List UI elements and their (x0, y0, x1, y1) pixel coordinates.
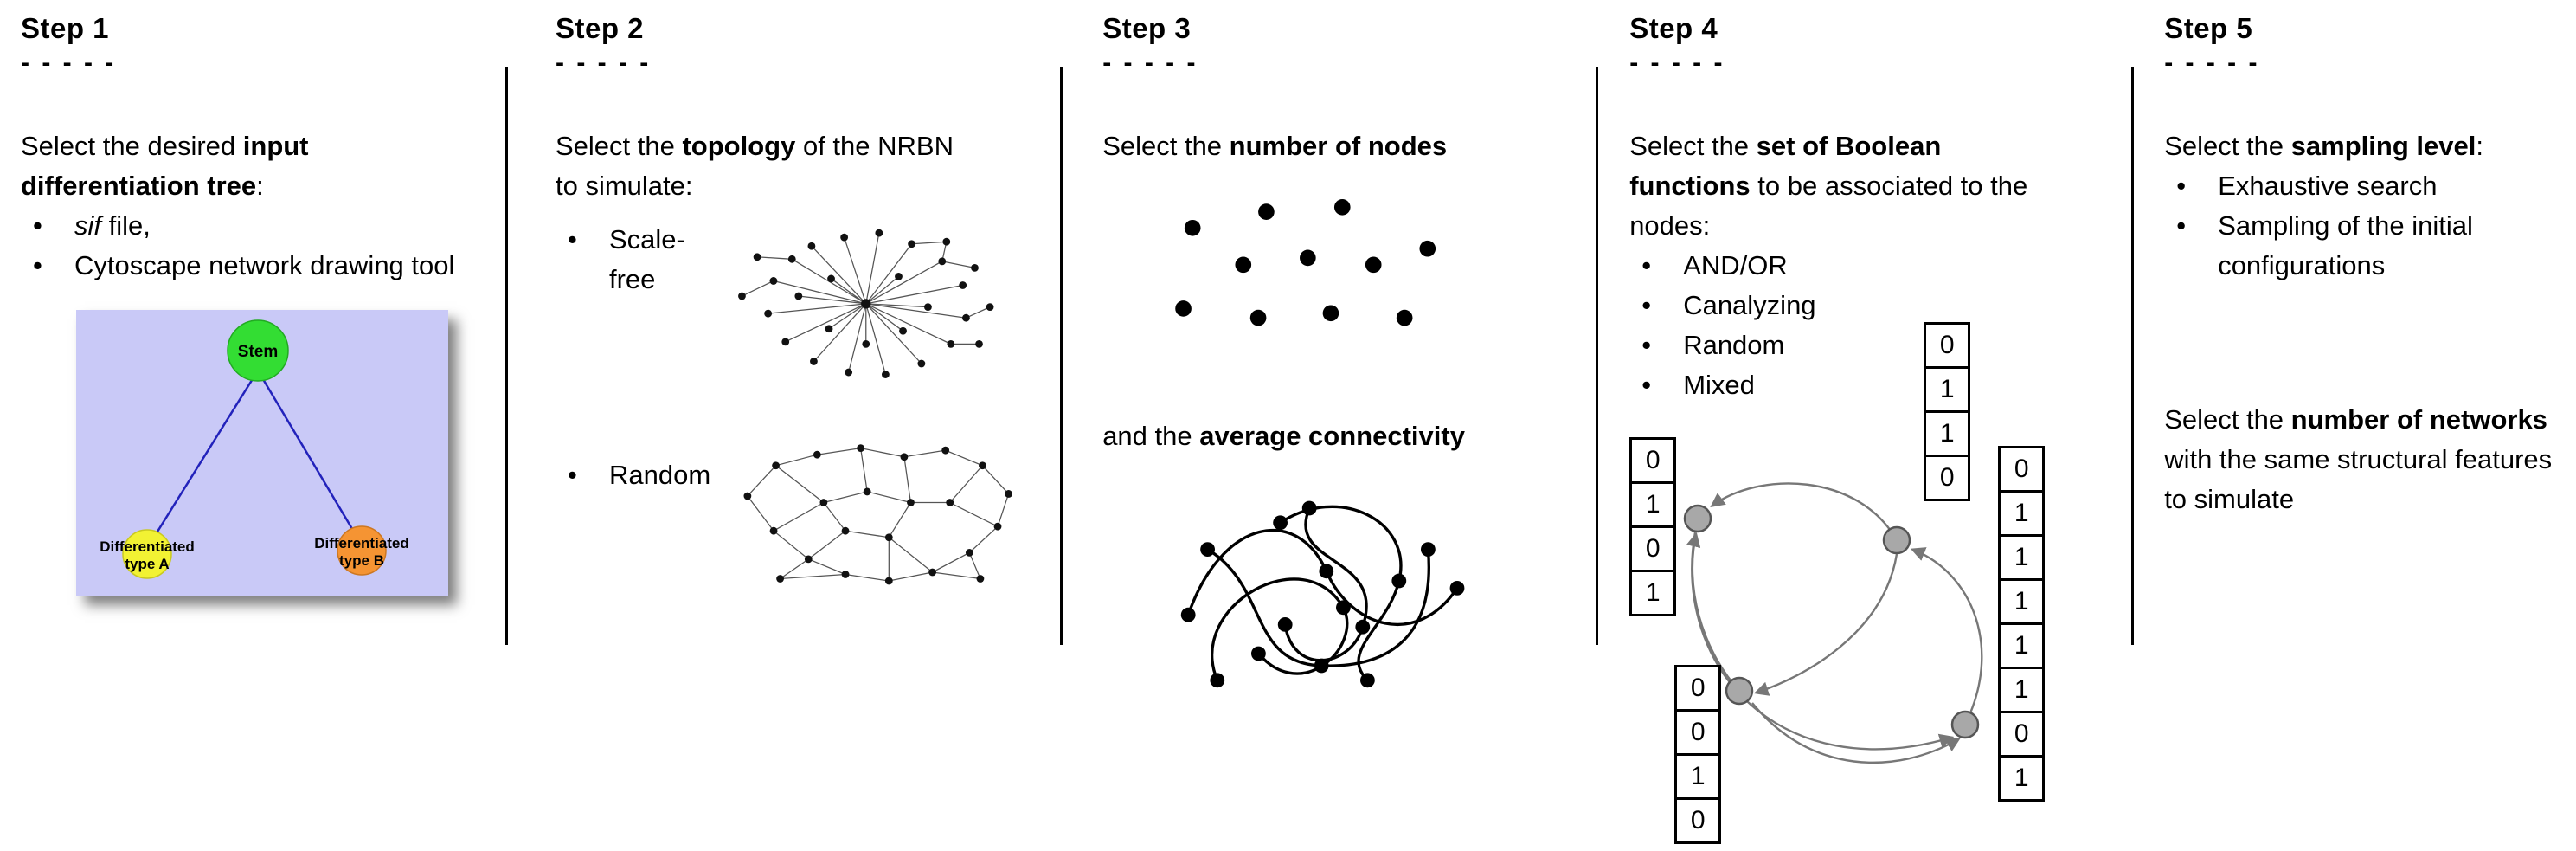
step-5-intro: Select the sampling level: (2164, 131, 2483, 161)
step-2-title: Step 2 (556, 12, 645, 44)
boolean-table-cell: 1 (1629, 481, 1677, 528)
column-divider-2 (1060, 67, 1063, 645)
boolean-table-cell: 0 (1674, 797, 1722, 844)
gene-node-1 (1683, 504, 1712, 533)
type-b-label-line1: Differentiated (314, 535, 409, 551)
scale-free-network-illustration (738, 229, 994, 378)
step-1-title: Step 1 (21, 12, 110, 44)
differentiation-tree-image: Stem Differentiated type A Differentiate… (76, 310, 448, 596)
gene-node-3 (1725, 676, 1754, 706)
column-divider-3 (1596, 67, 1599, 645)
step-4-bullet-list: AND/OR Canalyzing Random Mixed (1629, 246, 2123, 405)
differentiated-type-b-node (337, 525, 387, 576)
nodes-scatter-illustration (1175, 198, 1436, 326)
scale-free-nodes (738, 229, 994, 378)
scale-free-edges (742, 233, 991, 375)
step-3-column: Step 3 - - - - - Select the number of no… (1063, 0, 1596, 851)
boolean-table-cell: 1 (1998, 534, 2046, 581)
bullet-random-functions: Random (1629, 326, 2123, 365)
random-network-edges (747, 448, 1010, 582)
boolean-table-cell: 0 (1629, 525, 1677, 572)
networks-count-text: Select the number of networks with the s… (2164, 404, 2553, 514)
gene-node-4 (1950, 710, 1980, 739)
boolean-table-cell: 1 (1924, 366, 1971, 413)
bullet-and-or: AND/OR (1629, 246, 2123, 286)
step-1-column: Step 1 - - - - - Select the desired inpu… (0, 0, 505, 851)
step-2-dashes: - - - - - (556, 48, 652, 77)
random-network-illustration (743, 444, 1013, 585)
boolean-network-arrows (1686, 482, 1983, 764)
type-b-label-line2: type B (339, 552, 384, 569)
boolean-table-cell: 1 (1998, 755, 2046, 802)
boolean-network-illustration (1683, 482, 1983, 764)
boolean-table-cell: 0 (1674, 709, 1722, 756)
step-2-intro: Select the topology of the NRBN to simul… (556, 131, 954, 201)
step-1-intro: Select the desired input differentiation… (21, 131, 309, 201)
boolean-table-cell: 1 (1629, 570, 1677, 616)
step-4-title: Step 4 (1629, 12, 1718, 44)
step-4-column: Step 4 - - - - - Select the set of Boole… (1598, 0, 2131, 851)
step-3-dashes: - - - - - (1102, 48, 1198, 77)
random-network-nodes (743, 444, 1013, 585)
random-row: Random (556, 424, 1048, 615)
boolean-table-cell: 1 (1998, 622, 2046, 669)
boolean-network-nodes (1683, 504, 1980, 739)
boolean-table-cell: 1 (1674, 753, 1722, 800)
step-2-column: Step 2 - - - - - Select the topology of … (508, 0, 1060, 851)
scatter-dots (1175, 198, 1436, 326)
bullet-mixed: Mixed (1629, 365, 2123, 405)
boolean-table-cell: 0 (1629, 437, 1677, 484)
bullet-cytoscape-tool: Cytoscape network drawing tool (21, 246, 497, 286)
boolean-table-cell: 0 (1924, 455, 1971, 501)
step-4-intro: Select the set of Boolean functions to b… (1629, 131, 2028, 241)
differentiated-type-a-node (122, 529, 172, 579)
column-divider-4 (2131, 67, 2135, 645)
boolean-table-cell: 0 (1998, 711, 2046, 758)
scale-free-row: Scale-free (556, 211, 1048, 402)
gene-node-2 (1882, 525, 1911, 555)
type-a-label-line1: Differentiated (100, 538, 195, 555)
boolean-table-cell: 1 (1998, 490, 2046, 537)
step-5-column: Step 5 - - - - - Select the sampling lev… (2134, 0, 2576, 851)
bullet-exhaustive-search: Exhaustive search (2164, 166, 2576, 206)
stem-node-label: Stem (238, 343, 278, 361)
boolean-table-cell: 1 (1998, 667, 2046, 713)
bullet-canalyzing: Canalyzing (1629, 286, 2123, 326)
bullet-sif-file: sif file, (21, 206, 497, 246)
bullet-random: Random (556, 424, 710, 495)
tree-edges (147, 370, 362, 546)
step-3-intro: Select the number of nodes (1102, 131, 1448, 161)
step-5-title: Step 5 (2164, 12, 2253, 44)
boolean-table-cell: 1 (1998, 578, 2046, 625)
bullet-scale-free: Scale-free (556, 211, 694, 300)
step-4-dashes: - - - - - (1629, 48, 1725, 77)
step-3-title: Step 3 (1102, 12, 1192, 44)
step-5-bullet-list: Exhaustive search Sampling of the initia… (2164, 166, 2576, 286)
bullet-sampling-initial-configurations: Sampling of the initial configurations (2164, 206, 2576, 286)
type-a-label-line2: type A (125, 556, 169, 572)
step-1-dashes: - - - - - (21, 48, 117, 77)
average-connectivity-illustration (1180, 500, 1465, 688)
step-5-dashes: - - - - - (2164, 48, 2260, 77)
boolean-table-cell: 1 (1924, 410, 1971, 457)
column-divider-1 (505, 67, 508, 645)
stem-node (227, 319, 289, 382)
step-3-connectivity-text: and the average connectivity (1102, 421, 1465, 451)
boolean-table-cell: 0 (1674, 665, 1722, 712)
boolean-table-cell: 0 (1998, 446, 2046, 493)
tangle-edges (1186, 505, 1459, 681)
boolean-table-cell: 0 (1924, 322, 1971, 369)
tangle-nodes (1180, 500, 1465, 688)
step-1-bullet-list: sif file, Cytoscape network drawing tool (21, 206, 497, 286)
differentiation-tree-svg: Stem Differentiated type A Differentiate… (76, 310, 448, 596)
